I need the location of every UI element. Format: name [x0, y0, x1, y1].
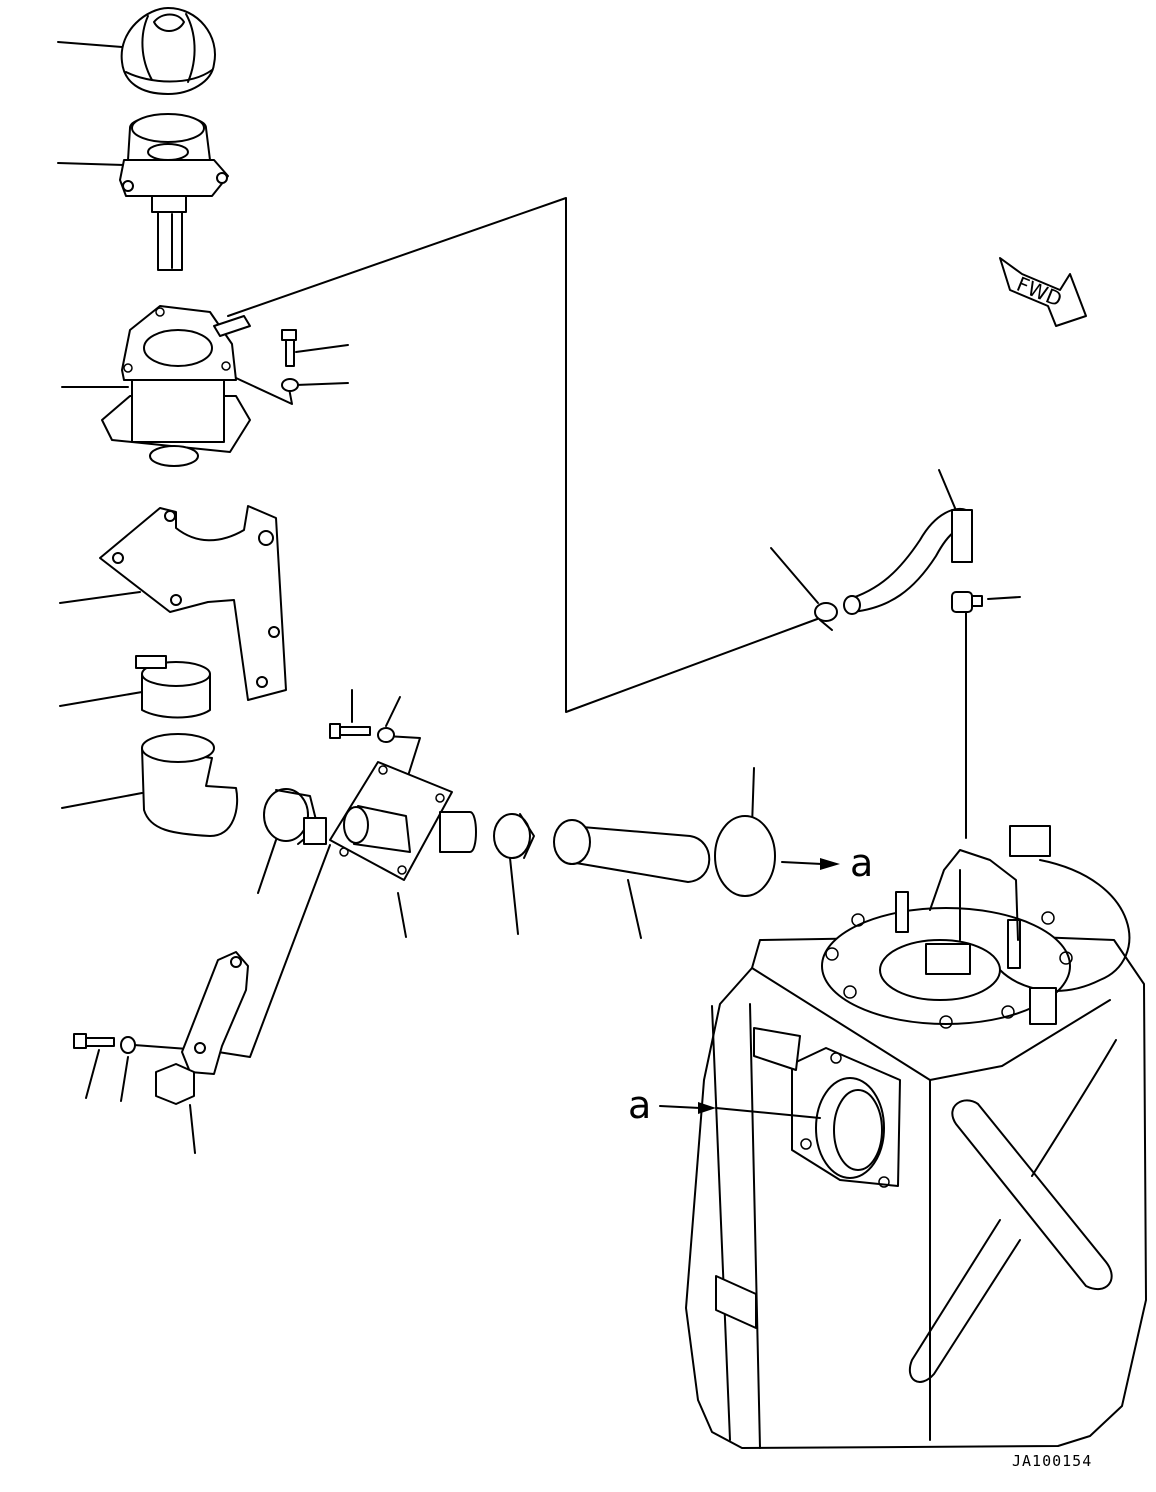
filler-base — [101, 305, 251, 467]
callout-label-a-top: a — [850, 841, 873, 885]
direction-marker: FWD — [999, 257, 1087, 327]
hose-clip-right — [951, 591, 983, 613]
fuel-cap — [120, 7, 216, 95]
lower-bracket — [155, 951, 249, 1105]
seal-ring — [714, 815, 776, 897]
callout-label-a-tank: a — [628, 1083, 651, 1127]
bolt-upper — [281, 329, 297, 367]
drawing-code: JA100154 — [1012, 1452, 1092, 1470]
hose-clip-small — [814, 602, 838, 631]
hose-clamp-middle — [263, 788, 327, 845]
mounting-bracket — [99, 505, 287, 701]
washer-lower — [120, 1036, 136, 1054]
bolt-middle — [329, 723, 371, 739]
hose-clamp-upper — [135, 655, 211, 719]
filler-neck — [119, 113, 229, 271]
washer-middle — [377, 727, 395, 743]
bolt-lower — [73, 1033, 115, 1049]
breather-hose — [843, 507, 973, 615]
hose-clamp-right — [493, 813, 535, 859]
callout-arrow-tank — [659, 1102, 821, 1119]
washer-upper — [281, 378, 299, 392]
fwd-label: FWD — [1013, 272, 1065, 312]
fuel-tank — [685, 825, 1147, 1449]
filler-hose — [553, 819, 711, 883]
adapter-plate — [329, 761, 477, 881]
callout-arrow-top — [781, 858, 840, 870]
elbow-hose — [141, 733, 239, 837]
